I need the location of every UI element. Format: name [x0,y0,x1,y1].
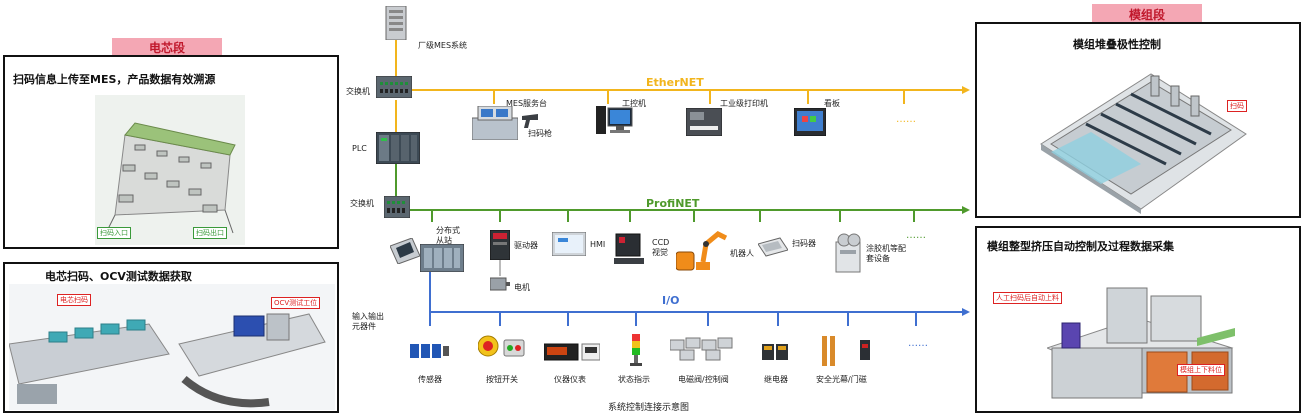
io-device-label-sensor: 传感器 [418,375,442,384]
eth-device-label-scanner-gun: 扫码枪 [528,129,552,138]
right-box-2-callout-manual-scan: 人工扫码后自动上料 [993,292,1062,304]
left-box-2: 电芯扫码、OCV测试数据获取 电芯扫码 OCV测试工位 [3,262,339,413]
io-device-label-safety: 安全光幕/门磁 [816,375,867,384]
server-icon [385,6,407,40]
right-box-2-callout-load-unload: 模组上下料位 [1177,364,1225,376]
gluing-machine-icon [835,233,861,273]
industrial-printer-icon [686,108,722,136]
left-box-2-callout-ocv: OCV测试工位 [271,297,321,309]
left-box-1: 扫码信息上传至MES，产品数据有效溯源 扫码入口 扫码出口 [3,55,339,249]
left-box-1-callout-exit: 扫码出口 [193,227,227,239]
io-device-label-more: …… [908,338,928,349]
distributed-slave-icon [420,244,464,272]
pn-device-label-drive: 驱动器 [514,241,538,250]
status-light-icon [630,334,642,366]
pn-device-label-gluing: 涂胶机等配套设备 [866,244,906,263]
pn-device-label-ccd: CCD视觉 [652,238,670,257]
pn-device-label-slave: 分布式从站 [436,226,460,245]
ccd-vision-icon [614,233,644,264]
eth-device-label-printer: 工业级打印机 [720,99,768,108]
right-box-1-callout-scan: 扫码 [1227,100,1247,112]
right-box-1: 模组堆叠极性控制 扫码 [975,22,1301,218]
kanban-display-icon [794,108,826,136]
switch-2-icon [384,196,410,218]
io-device-label-status: 状态指示 [618,375,650,384]
instrument-meter-icon [544,343,600,361]
solenoid-valve-icon [670,337,733,361]
servo-drive-icon [490,230,510,260]
diagram-caption: 系统控制连接示意图 [608,403,690,413]
right-box-2: 模组整型挤压自动控制及过程数据采集 人工扫码后自动上料 模组上下料位 [975,226,1301,413]
left-box-2-title: 电芯扫码、OCV测试数据获取 [45,270,192,283]
ethernet-label: EtherNET [646,76,704,89]
right-box-2-title: 模组整型挤压自动控制及过程数据采集 [987,240,1174,253]
eth-device-label-ipc: 工控机 [622,99,646,108]
cell-fixture-illustration [95,95,245,245]
plc-icon [376,132,420,164]
motor-icon [490,277,510,291]
server-label: 厂级MES系统 [418,41,468,50]
eth-device-label-more: …… [896,114,916,125]
pn-device-label-motor: 电机 [514,283,530,292]
left-box-1-title: 扫码信息上传至MES，产品数据有效溯源 [13,73,216,86]
io-device-label-button: 按钮开关 [486,375,518,384]
sensor-icon [410,344,449,358]
barcode-scanner-icon [758,237,788,257]
io-source-label: 输入输出元器件 [352,312,384,331]
scanner-gun-icon [522,114,538,128]
module-stacking-illustration [1040,73,1247,214]
robot-icon [676,231,728,271]
industrial-pc-icon [596,106,633,134]
mes-desk-icon [472,106,518,140]
right-box-1-title: 模组堆叠极性控制 [1073,38,1161,51]
eth-device-label-kanban: 看板 [824,99,840,108]
pn-device-label-robot: 机器人 [730,249,754,258]
pn-device-label-hmi: HMI [590,240,606,249]
profinet-label: ProfiNET [646,197,700,210]
safety-light-curtain-icon [822,336,870,366]
plc-label: PLC [352,144,367,153]
switch-2-label: 交换机 [350,199,374,208]
pn-device-label-scanner: 扫码器 [792,239,816,248]
hmi-icon [552,232,586,256]
left-box-2-callout-scan: 电芯扫码 [57,294,91,306]
io-label: I/O [662,294,680,307]
switch-1-icon [376,76,412,98]
left-segment-tag: 电芯段 [112,38,222,58]
right-segment-tag: 模组段 [1092,4,1202,26]
pn-device-label-more: …… [906,230,926,241]
remote-io-small-icon [390,238,420,264]
io-device-label-valve: 电磁阀/控制阀 [678,375,729,384]
switch-1-label: 交换机 [346,87,370,96]
io-device-label-instrument: 仪器仪表 [554,375,586,384]
relay-icon [762,344,788,360]
left-box-1-callout-entry: 扫码入口 [97,227,131,239]
button-switch-icon [478,335,525,357]
eth-device-label-mes-desk: MES服务台 [506,99,548,108]
io-device-label-relay: 继电器 [764,375,788,384]
